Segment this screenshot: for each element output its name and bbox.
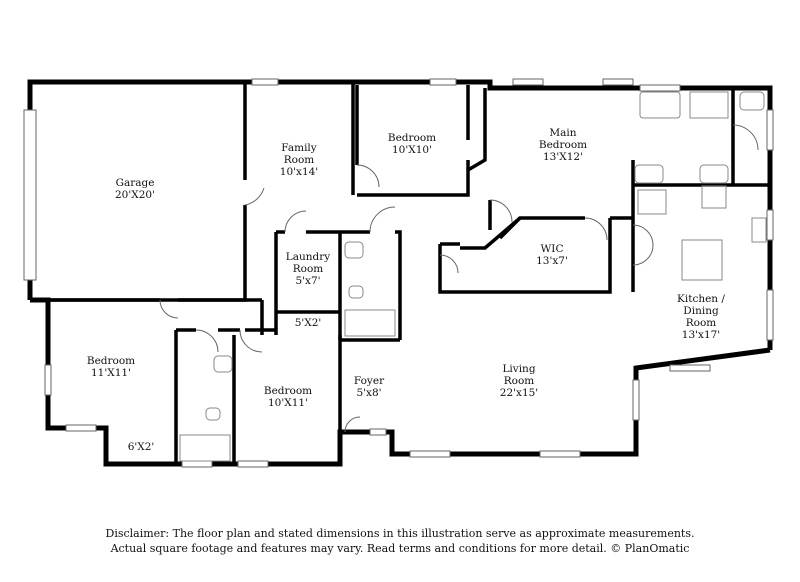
garage-name: Garage <box>116 177 155 189</box>
kitchen-name-2: Dining <box>683 305 719 317</box>
main-bedroom-dims: 13'X12' <box>543 151 583 163</box>
family-room-name-1: Family <box>281 142 317 154</box>
foyer-dims: 5'x8' <box>356 387 381 399</box>
family-room-dims: 10'x14' <box>280 166 318 178</box>
bedroom-mid-name: Bedroom <box>264 385 312 397</box>
kitchen-name-3: Room <box>686 317 717 329</box>
garage-dims: 20'X20' <box>115 189 155 201</box>
bath-small-dims: 6'X2' <box>128 441 155 453</box>
foyer-name: Foyer <box>354 375 385 387</box>
hall-bath-dims: 5'X2' <box>295 317 322 329</box>
room-labels: Garage 20'X20' Family Room 10'x14' Bedro… <box>87 127 726 453</box>
bedroom-left-name: Bedroom <box>87 355 135 367</box>
disclaimer: Disclaimer: The floor plan and stated di… <box>0 526 800 556</box>
bedroom-top-dims: 10'X10' <box>392 144 432 156</box>
wic-dims: 13'x7' <box>536 255 568 267</box>
living-name-1: Living <box>502 363 535 375</box>
kitchen-dims: 13'x17' <box>682 329 720 341</box>
wic-name: WIC <box>541 243 564 255</box>
fixtures <box>179 91 767 462</box>
disclaimer-line-1: Disclaimer: The floor plan and stated di… <box>105 527 695 540</box>
main-bedroom-name-1: Main <box>549 127 576 139</box>
disclaimer-line-2: Actual square footage and features may v… <box>110 542 690 555</box>
main-bedroom-name-2: Bedroom <box>539 139 587 151</box>
living-name-2: Room <box>504 375 535 387</box>
windows <box>23 78 774 468</box>
laundry-name-1: Laundry <box>286 251 330 263</box>
kitchen-name-1: Kitchen / <box>677 293 725 305</box>
laundry-dims: 5'x7' <box>295 275 320 287</box>
living-dims: 22'x15' <box>500 387 538 399</box>
laundry-name-2: Room <box>293 263 324 275</box>
door-swings <box>159 124 759 433</box>
bedroom-top-name: Bedroom <box>388 132 436 144</box>
bedroom-left-dims: 11'X11' <box>91 367 131 379</box>
interior-walls <box>30 82 770 464</box>
bedroom-mid-dims: 10'X11' <box>268 397 308 409</box>
family-room-name-2: Room <box>284 154 315 166</box>
